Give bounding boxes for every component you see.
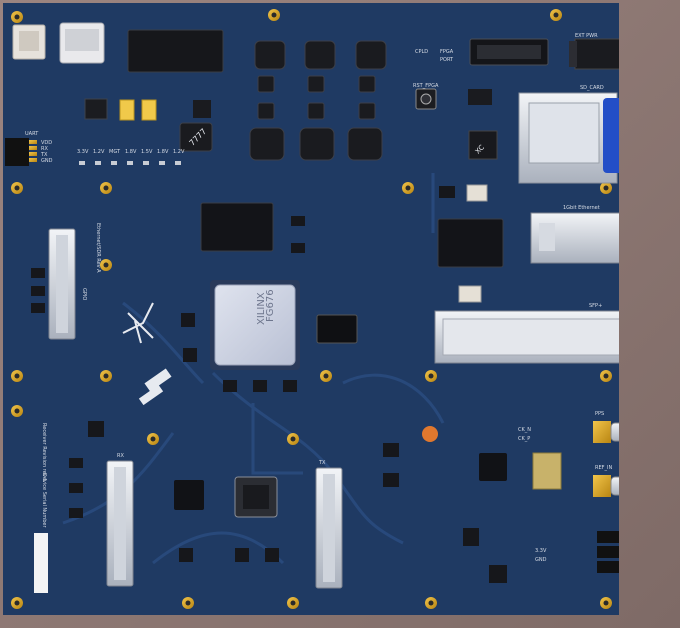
tx-connector <box>315 467 343 589</box>
svg-text:MGT: MGT <box>109 149 121 155</box>
receiver-text: Receiver Revision rev 1 <box>41 423 47 481</box>
flash-ic <box>468 89 492 105</box>
power-connector-block <box>12 22 105 64</box>
phy-chip <box>437 218 504 268</box>
oscillator <box>466 184 488 202</box>
device-serial-text: Device Serial Number <box>41 473 47 528</box>
fpga-part: FG676 <box>265 289 276 322</box>
ext-pwr-label: EXT PWR <box>575 33 598 39</box>
cpld-label: CPLD <box>415 49 428 55</box>
qfp-ic-top-right <box>468 130 498 160</box>
svg-text:1.2V: 1.2V <box>93 149 105 155</box>
led-row <box>79 161 181 165</box>
board-graphics: CPLD FPGA PORT EXT PWR SD_CARD 7777 <box>5 9 619 609</box>
svg-text:3.3V: 3.3V <box>77 149 89 155</box>
tx-transceiver <box>234 476 278 518</box>
orange-component <box>422 426 438 442</box>
uart-pin-rx: RX <box>41 146 48 152</box>
logo-star <box>122 302 154 344</box>
fuse-2 <box>141 99 157 121</box>
ref-in-sma-connector <box>593 475 619 497</box>
port-label: PORT <box>440 57 454 63</box>
logo-satellite <box>138 368 172 406</box>
ref-in-label: REF_IN <box>595 465 612 471</box>
uart-pin-tx: TX <box>40 152 48 158</box>
rx-transceiver <box>174 480 204 510</box>
ethernet-jack <box>530 212 619 264</box>
svg-text:1.8V: 1.8V <box>157 149 169 155</box>
gnd-label: GND <box>535 557 547 563</box>
sd-card-label: SD_CARD <box>580 85 604 91</box>
uart-label: UART <box>25 131 39 137</box>
tx-label: TX <box>318 460 326 466</box>
reset-button[interactable] <box>415 88 437 110</box>
fuse-1 <box>119 99 135 121</box>
circuit-board: CPLD FPGA PORT EXT PWR SD_CARD 7777 <box>3 3 619 615</box>
gps-module <box>479 453 507 481</box>
svg-text:1.5V: 1.5V <box>141 149 153 155</box>
passive-components <box>31 186 507 583</box>
sd-card-slot <box>518 92 619 184</box>
oscillator-2 <box>458 285 482 303</box>
pps-label: PPS <box>595 411 604 417</box>
v33-label: 3.3V <box>535 548 547 554</box>
regulator-ic <box>84 98 108 120</box>
uart-pin-vdd: VDD <box>41 140 52 146</box>
ext-power-jack <box>569 38 619 70</box>
top-header-connector <box>127 29 224 73</box>
svg-text:1.2V: 1.2V <box>173 149 185 155</box>
status-leds <box>597 531 619 573</box>
svg-text:1.8V: 1.8V <box>125 149 137 155</box>
uart-pin-gnd: GND <box>41 158 53 164</box>
ethernet-label: 1Gbit Ethernet <box>563 205 600 211</box>
ck-n-label: CK_N <box>518 427 531 433</box>
serial-number-label <box>34 533 48 593</box>
fpga-label: FPGA <box>440 49 454 55</box>
uart-header <box>5 138 37 166</box>
qfn-chip <box>316 314 358 344</box>
pps-sma-connector <box>593 421 619 443</box>
sfp-label: SFP+ <box>589 303 602 309</box>
memory-chip <box>200 202 274 252</box>
sfp-cage <box>434 310 619 364</box>
small-ic-top <box>193 100 211 118</box>
fpga-package <box>210 280 300 370</box>
gpio-label: GPIO <box>81 288 87 300</box>
rail-labels: 3.3V 1.2V MGT 1.8V 1.5V 1.8V 1.2V <box>77 149 185 155</box>
gps-filter <box>532 452 562 490</box>
inductor-array <box>249 40 387 161</box>
rx-label: RX <box>117 453 124 459</box>
jtag-header <box>469 38 549 66</box>
board-title: Ethernet/SDR Rev A <box>95 223 101 273</box>
rst-fpga-label: RST_FPGA <box>413 83 439 89</box>
mounting-holes <box>11 9 612 609</box>
fpga-brand: XILINX <box>256 292 267 325</box>
ck-p-label: CK_P <box>518 436 530 442</box>
crystal-7777 <box>179 122 213 152</box>
gpio-connector <box>48 228 76 340</box>
rx-connector <box>106 460 134 587</box>
